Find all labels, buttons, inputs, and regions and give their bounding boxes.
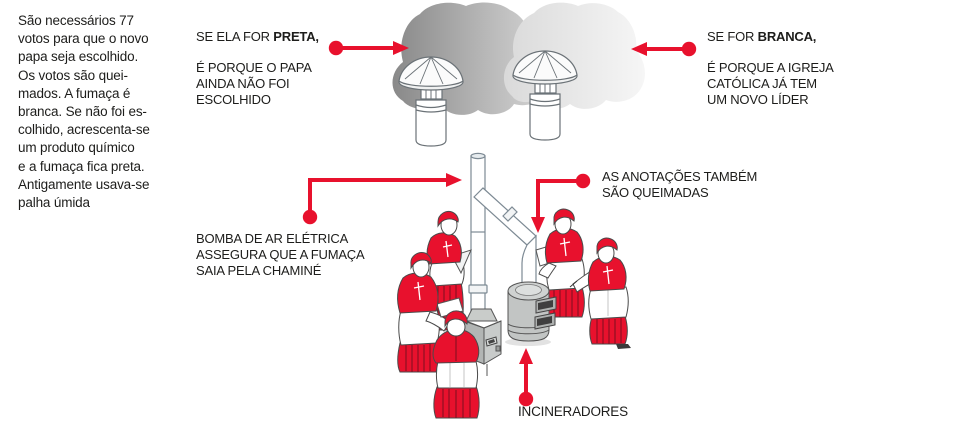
intro-paragraph: São necessários 77 votos para que o novo… [18, 13, 150, 211]
callout-black-smoke: SE ELA FOR PRETA, É PORQUE O PAPA AINDA … [196, 13, 346, 124]
incinerator-stove-icon [505, 281, 557, 346]
emphasis-branca: BRANCA, [757, 28, 817, 44]
callout-notes: AS ANOTAÇÕES TAMBÉM SÃO QUEIMADAS [602, 169, 758, 200]
emphasis-preta: PRETA, [273, 28, 319, 44]
callout-white-smoke-line1: SE FOR BRANCA, [707, 28, 817, 44]
arrow-black-smoke [328, 40, 409, 56]
cardinal-left [397, 252, 464, 373]
callout-arrows [302, 40, 697, 407]
callout-black-smoke-line1: SE ELA FOR PRETA, [196, 28, 319, 44]
white-smoke-plume [503, 2, 645, 109]
callout-white-smoke: SE FOR BRANCA, É PORQUE A IGREJA CATÓLIC… [707, 13, 867, 124]
arrow-white-smoke [631, 41, 697, 57]
cardinal-right [569, 237, 631, 349]
chimney-dark-smoke-icon [398, 56, 464, 147]
callout-white-smoke-rest: É PORQUE A IGREJA CATÓLICA JÁ TEM UM NOV… [707, 60, 834, 107]
cardinal-foreground [432, 310, 480, 419]
arrow-air-pump [302, 173, 462, 225]
arrow-notes [531, 173, 591, 233]
callout-black-smoke-rest: É PORQUE O PAPA AINDA NÃO FOI ESCOLHIDO [196, 60, 312, 107]
flue-duct-icon [468, 152, 537, 314]
arrow-incinerators [518, 348, 534, 407]
callout-air-pump: BOMBA DE AR ELÉTRICA ASSEGURA QUE A FUMA… [196, 231, 365, 278]
callout-incinerators: INCINERADORES [518, 404, 628, 419]
